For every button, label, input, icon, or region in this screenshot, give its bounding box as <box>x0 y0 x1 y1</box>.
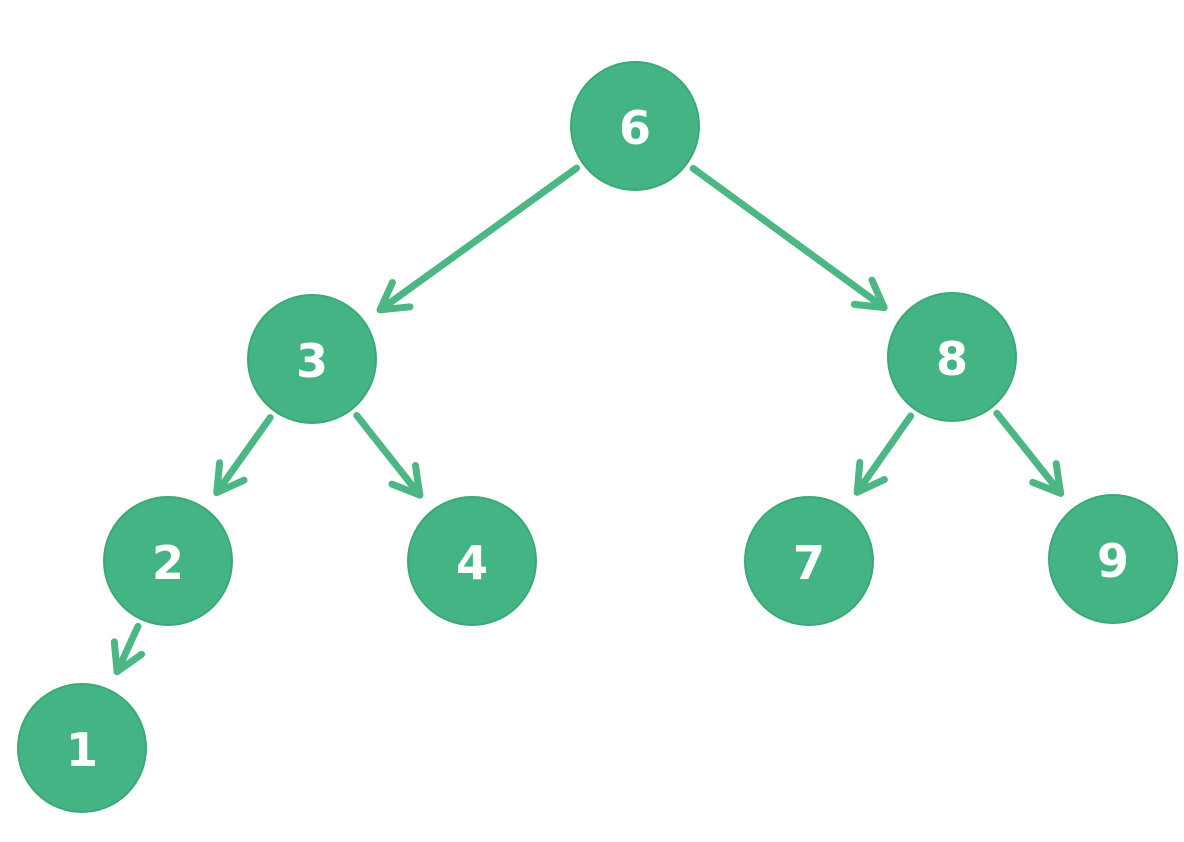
node-circle <box>887 292 1017 422</box>
node-circle <box>247 294 377 424</box>
arrowhead-icon <box>376 278 414 314</box>
edges-layer <box>110 164 1065 676</box>
edge-arrow-2-to-1 <box>110 622 146 676</box>
tree-node-1: 1 <box>17 683 147 813</box>
edge-line <box>993 409 1065 497</box>
edge-arrow-6-to-3 <box>376 164 581 314</box>
arrowhead-icon <box>850 276 888 312</box>
tree-node-7: 7 <box>744 496 874 626</box>
node-circle <box>407 496 537 626</box>
edge-arrow-8-to-7 <box>853 412 915 496</box>
edge-line <box>853 412 915 496</box>
node-circle <box>17 683 147 813</box>
edge-arrow-8-to-9 <box>993 409 1065 497</box>
node-label: 8 <box>936 332 968 386</box>
tree-node-3: 3 <box>247 294 377 424</box>
node-circle <box>1048 494 1178 624</box>
node-circle <box>103 496 233 626</box>
tree-node-9: 9 <box>1048 494 1178 624</box>
node-label: 7 <box>793 536 825 590</box>
arrowhead-icon <box>1029 460 1065 497</box>
node-label: 4 <box>456 536 488 590</box>
edge-arrow-6-to-8 <box>689 164 888 312</box>
arrowhead-icon <box>213 459 248 497</box>
tree-node-4: 4 <box>407 496 537 626</box>
edge-line <box>353 411 424 499</box>
node-label: 6 <box>619 101 651 155</box>
node-circle <box>570 61 700 191</box>
node-label: 1 <box>66 723 98 777</box>
node-circle <box>744 496 874 626</box>
arrowhead-icon <box>110 638 146 676</box>
edge-arrow-3-to-4 <box>353 411 424 499</box>
tree-node-2: 2 <box>103 496 233 626</box>
tree-node-8: 8 <box>887 292 1017 422</box>
arrowhead-icon <box>388 461 424 499</box>
nodes-layer: 6 3 8 2 4 7 9 1 <box>17 61 1178 813</box>
node-label: 3 <box>296 334 328 388</box>
node-label: 2 <box>152 536 184 590</box>
edge-line <box>213 414 274 497</box>
tree-node-6: 6 <box>570 61 700 191</box>
arrowhead-icon <box>853 458 888 496</box>
edge-line <box>113 622 142 676</box>
node-label: 9 <box>1097 534 1129 588</box>
edge-line <box>689 164 888 312</box>
edge-line <box>376 164 581 314</box>
edge-arrow-3-to-2 <box>213 414 274 497</box>
